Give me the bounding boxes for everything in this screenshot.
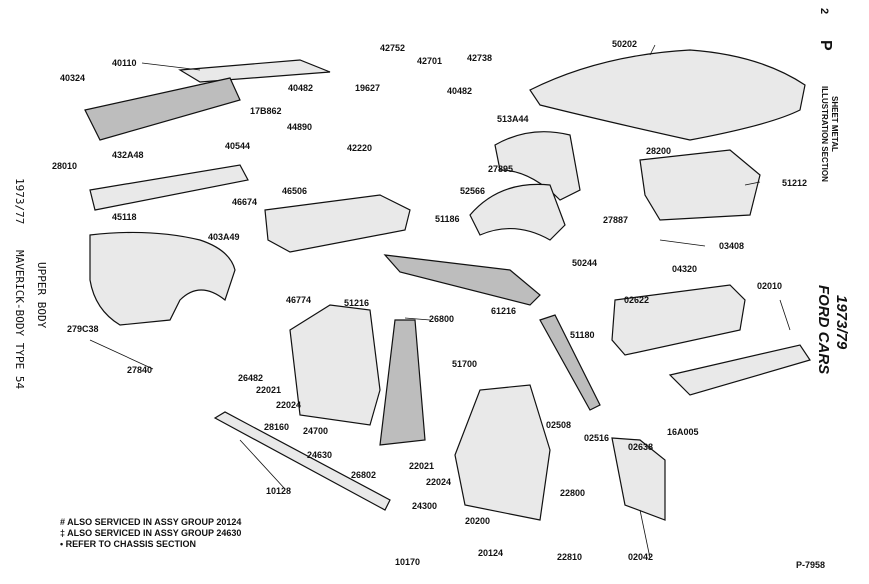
make-title: FORD CARS — [815, 285, 832, 375]
rear-door — [454, 384, 551, 521]
section-subtitle: ILLUSTRATION SECTION — [820, 86, 829, 182]
part-label: 02010 — [757, 281, 783, 291]
roof-rail — [383, 254, 541, 306]
part-label: 50244 — [572, 258, 598, 268]
leader-lines — [89, 44, 791, 559]
part-label: 51216 — [344, 298, 370, 308]
footnote: • REFER TO CHASSIS SECTION — [60, 539, 197, 549]
part-label: 26800 — [429, 314, 455, 324]
part-label: 02638 — [628, 442, 654, 452]
part-label: 46774 — [286, 295, 312, 305]
part-label: 22021 — [409, 461, 435, 471]
part-label: 22021 — [256, 385, 282, 395]
part-label: 46674 — [232, 197, 258, 207]
part-label: 40324 — [60, 73, 86, 83]
part-label: 04320 — [672, 264, 698, 274]
part-label: 20124 — [478, 548, 504, 558]
part-label: 42752 — [380, 43, 406, 53]
part-label: 42220 — [347, 143, 373, 153]
footnote: ‡ ALSO SERVICED IN ASSY GROUP 24630 — [60, 528, 242, 538]
part-label: 40482 — [288, 83, 314, 93]
part-label: 17B862 — [250, 106, 282, 116]
part-label: 432A48 — [112, 150, 144, 160]
part-label: 40110 — [112, 58, 137, 68]
a-pillar — [539, 314, 601, 411]
part-label: 27887 — [603, 215, 629, 225]
cowl-top — [611, 284, 746, 356]
left-year-range: 1973/77 — [13, 178, 26, 225]
quarter-panel — [89, 231, 236, 326]
part-label: 24700 — [303, 426, 329, 436]
part-label: 52566 — [460, 186, 486, 196]
part-label: 51700 — [452, 359, 478, 369]
part-label: 45118 — [112, 212, 137, 222]
year-range: 1973/79 — [833, 295, 850, 350]
part-label: 279C38 — [67, 324, 99, 334]
part-label: 27840 — [127, 365, 153, 375]
part-label: 16A005 — [667, 427, 699, 437]
roof-panel — [529, 49, 806, 141]
package-tray — [178, 59, 331, 83]
footnotes: # ALSO SERVICED IN ASSY GROUP 20124 ‡ AL… — [60, 517, 241, 550]
part-label: 51212 — [782, 178, 808, 188]
cowl-vent — [668, 344, 811, 396]
section-letter: P — [817, 40, 834, 51]
part-label: 46506 — [282, 186, 308, 196]
part-label: 22024 — [276, 400, 302, 410]
part-label: 26482 — [238, 373, 264, 383]
page-number: 2 — [818, 8, 830, 15]
part-label: 51186 — [435, 214, 460, 224]
plate-code: P-7958 — [796, 560, 826, 570]
front-door — [289, 304, 381, 426]
part-label: 22810 — [557, 552, 583, 562]
part-label: 19627 — [355, 83, 381, 93]
part-label: 28010 — [52, 161, 78, 171]
part-label: 02508 — [546, 420, 572, 430]
part-label: 28200 — [646, 146, 672, 156]
wheelhouse-outer — [469, 183, 566, 241]
part-label: 44890 — [287, 122, 313, 132]
rocker-panel — [213, 411, 391, 511]
rear-crossmember — [89, 164, 249, 211]
part-label: 02622 — [624, 295, 650, 305]
floor-pan — [264, 194, 411, 253]
kick-panel — [611, 437, 666, 521]
center-pillar — [379, 319, 426, 446]
part-label: 51180 — [570, 330, 595, 340]
part-label: 513A44 — [497, 114, 529, 124]
left-group: UPPER BODY — [35, 262, 48, 329]
back-panel — [84, 77, 241, 141]
part-label: 26802 — [351, 470, 377, 480]
part-label: 24300 — [412, 501, 438, 511]
part-label: 27895 — [488, 164, 514, 174]
wheelhouse — [494, 131, 581, 201]
part-label: 61216 — [491, 306, 517, 316]
part-label: 22800 — [560, 488, 586, 498]
part-label: 40544 — [225, 141, 251, 151]
part-label: 02042 — [628, 552, 654, 562]
part-label: 42738 — [467, 53, 493, 63]
section-title: SHEET METAL — [830, 96, 839, 152]
part-label: 403A49 — [208, 232, 240, 242]
part-label: 24630 — [307, 450, 333, 460]
part-label: 40482 — [447, 86, 473, 96]
part-label: 10170 — [395, 557, 421, 567]
part-label: 10128 — [266, 486, 292, 496]
part-label: 28160 — [264, 422, 290, 432]
part-label: 03408 — [719, 241, 745, 251]
part-label: 22024 — [426, 477, 452, 487]
part-label: 20200 — [465, 516, 491, 526]
footnote: # ALSO SERVICED IN ASSY GROUP 20124 — [60, 517, 242, 527]
part-label: 42701 — [417, 56, 443, 66]
dash-panel — [639, 149, 761, 221]
left-model: MAVERICK-BODY TYPE 54 — [13, 250, 26, 390]
part-label: 50202 — [612, 39, 638, 49]
part-label: 02516 — [584, 433, 610, 443]
